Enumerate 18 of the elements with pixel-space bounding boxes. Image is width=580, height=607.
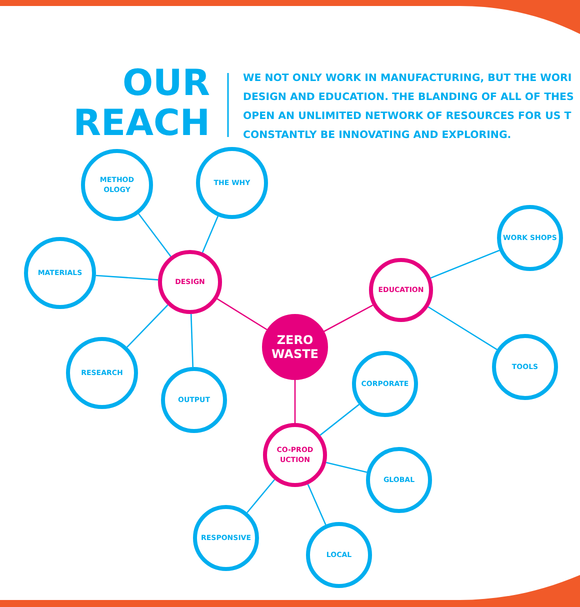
- connector-line: [320, 404, 360, 436]
- connector-line: [326, 462, 368, 473]
- connector-line: [294, 380, 296, 423]
- connector-line: [428, 306, 498, 350]
- connector-line: [216, 298, 268, 330]
- connector-line: [307, 484, 326, 526]
- connector-line: [138, 213, 172, 257]
- intro-paragraph: WE NOT ONLY WORK IN MANUFACTURING, BUT THE WORI DESIGN AND EDUCATION. THE BLANDING OF ALL OF THES OPEN AN UNLIMITED NETWORK OF RESOURCES FOR US T CONSTANTLY BE INNOVATING AND EXPLORING.: [243, 72, 575, 143]
- connector-line: [96, 274, 158, 280]
- node-label: ZERO WASTE: [270, 333, 320, 361]
- connector-line: [202, 216, 219, 253]
- title: OUR REACH: [72, 64, 210, 144]
- connector-line: [190, 314, 194, 368]
- connector-line: [126, 304, 168, 348]
- connector-line: [430, 250, 500, 279]
- connector-line: [324, 304, 374, 332]
- category-circle: [158, 250, 222, 314]
- connector-line: [246, 479, 276, 514]
